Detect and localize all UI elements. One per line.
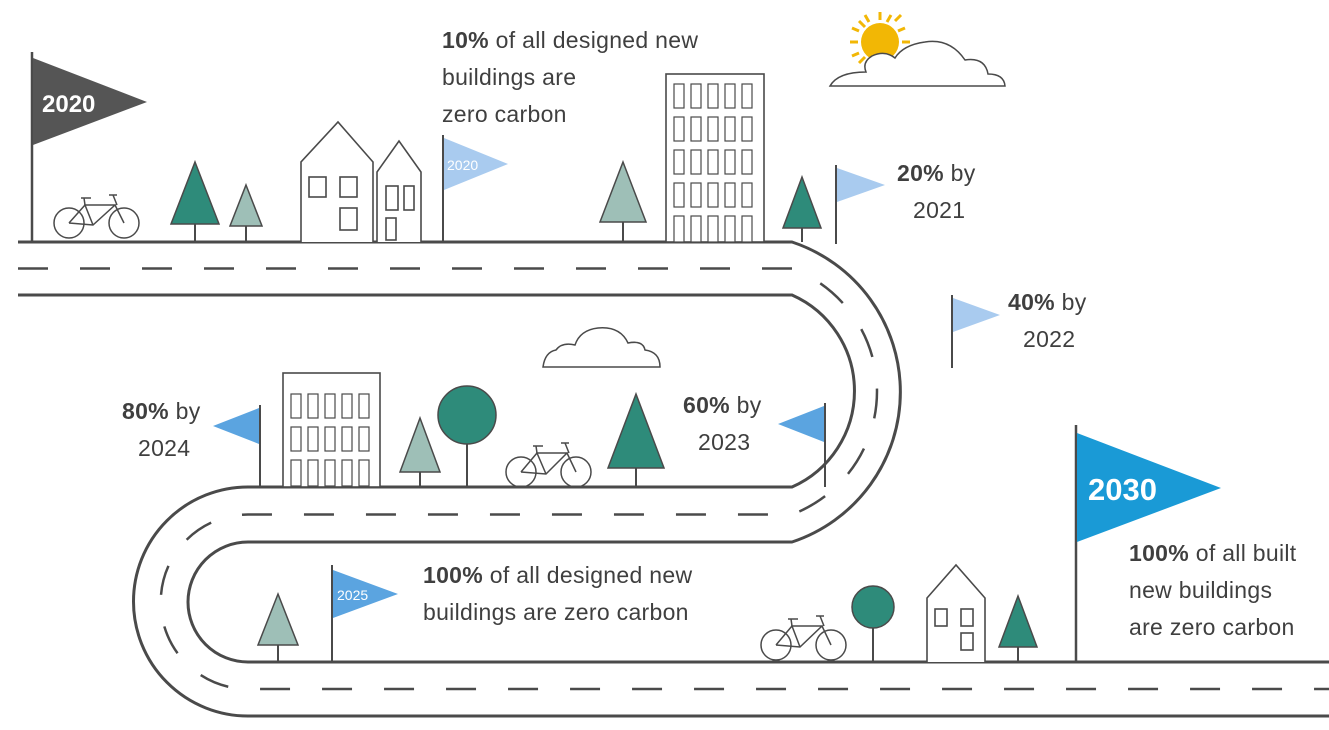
- milestone-flag-2023-icon: [778, 403, 826, 487]
- milestone-2021-year: 2021: [913, 197, 966, 223]
- milestone-2024-by: by: [175, 398, 201, 424]
- milestone-2020-rest: of all designed new: [495, 27, 699, 53]
- road-edge-outer: [18, 240, 1329, 664]
- milestone-2021-text: 20% by 2021: [897, 155, 976, 229]
- cloud-icon: [542, 327, 661, 368]
- tree-icon: [997, 593, 1039, 662]
- flag-2030-label: 2030: [1088, 472, 1157, 507]
- bicycle-icon: [505, 442, 592, 488]
- milestone-2022-year: 2022: [1023, 326, 1076, 352]
- milestone-2030-line3: are zero carbon: [1129, 614, 1295, 640]
- milestone-2030-rest: of all built: [1195, 540, 1297, 566]
- milestone-flag-2021-icon: [835, 165, 885, 244]
- building-icon: [282, 372, 381, 488]
- bicycle-icon: [760, 615, 847, 661]
- tree-icon: [398, 415, 442, 487]
- milestone-flag-2025-icon: 2025: [331, 565, 398, 662]
- road-center-line: [18, 267, 1329, 691]
- start-flag-icon: 2020: [30, 52, 147, 242]
- road: [18, 240, 1329, 718]
- milestone-2024-pct: 80%: [122, 398, 169, 424]
- milestone-2025-pct: 100%: [423, 562, 484, 588]
- milestone-2025-line2: buildings are zero carbon: [423, 599, 689, 625]
- milestone-2020-line2: buildings are: [442, 64, 577, 90]
- milestone-2030-line2: new buildings: [1129, 577, 1273, 603]
- milestone-2021-pct: 20%: [897, 160, 944, 186]
- house-icon: [926, 563, 986, 662]
- milestone-2020-text: 10% of all designed new buildings are ze…: [442, 22, 698, 133]
- bicycle-icon: [53, 194, 140, 239]
- milestone-2030-pct: 100%: [1129, 540, 1190, 566]
- milestone-flag-2022-icon: [951, 295, 1000, 368]
- tree-icon: [169, 159, 221, 242]
- round-tree-icon: [437, 385, 497, 487]
- cloud-icon: [828, 40, 1006, 87]
- milestone-flag-2030-icon: 2030: [1074, 425, 1221, 662]
- milestone-2025-text: 100% of all designed new buildings are z…: [423, 557, 692, 631]
- milestone-2025-rest: of all designed new: [489, 562, 693, 588]
- milestone-2020-line3: zero carbon: [442, 101, 567, 127]
- milestone-2022-by: by: [1061, 289, 1087, 315]
- house-icon: [376, 139, 422, 242]
- milestone-2023-by: by: [736, 392, 762, 418]
- tree-icon: [256, 591, 300, 662]
- milestone-2022-text: 40% by 2022: [1008, 284, 1087, 358]
- road-edge-inner: [18, 293, 1329, 718]
- start-flag-label: 2020: [42, 91, 95, 118]
- milestone-flag-2020-icon: 2020: [442, 135, 508, 242]
- house-icon: [300, 120, 374, 242]
- milestone-2023-year: 2023: [698, 429, 751, 455]
- milestone-2024-year: 2024: [138, 435, 191, 461]
- tree-icon: [228, 182, 264, 242]
- milestone-2023-text: 60% by 2023: [683, 387, 762, 461]
- building-icon: [665, 73, 765, 243]
- milestone-2030-text: 100% of all built new buildings are zero…: [1129, 535, 1297, 646]
- sun-icon: [850, 12, 910, 72]
- tree-icon: [781, 174, 823, 242]
- flag-2020-label: 2020: [447, 157, 478, 173]
- milestone-2020-pct: 10%: [442, 27, 489, 53]
- tree-icon: [606, 391, 666, 487]
- flag-2025-label: 2025: [337, 587, 368, 603]
- milestone-flag-2024-icon: [213, 405, 261, 487]
- milestone-2024-text: 80% by 2024: [122, 393, 201, 467]
- milestone-2021-by: by: [950, 160, 976, 186]
- round-tree-icon: [851, 585, 895, 662]
- tree-icon: [598, 159, 648, 242]
- milestone-2023-pct: 60%: [683, 392, 730, 418]
- milestone-2022-pct: 40%: [1008, 289, 1055, 315]
